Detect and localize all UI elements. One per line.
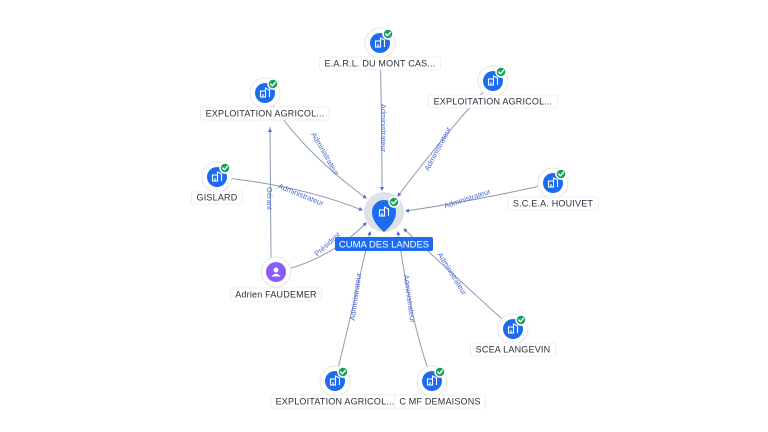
graph-node-langevin[interactable]: SCEA LANGEVIN: [470, 313, 556, 357]
building-icon: [374, 37, 386, 48]
verified-check-icon: [495, 66, 507, 78]
node-label: E.A.R.L. DU MONT CAS...: [325, 59, 436, 69]
node-label: GISLARD: [197, 193, 238, 203]
verified-check-icon: [219, 162, 231, 174]
verified-check-icon: [267, 78, 279, 90]
edge-relation-label: Administrateur: [379, 104, 388, 153]
edge-arrow: [362, 222, 367, 227]
node-label-box: [470, 342, 556, 357]
edge-relation-label: Administrateur: [435, 251, 469, 297]
verified-check-icon: [337, 366, 349, 378]
verified-check-icon: [382, 28, 394, 40]
edge-arrow: [403, 228, 408, 233]
edge-arrow: [367, 231, 372, 236]
edge-arrow: [397, 192, 402, 197]
edge-relation-label: Administrateur: [443, 187, 492, 211]
verified-check-icon: [515, 314, 527, 326]
node-label-box: [229, 287, 323, 302]
edge-arrow: [405, 208, 410, 213]
edge-arrow: [380, 187, 384, 191]
graph-node-demaisons[interactable]: C MF DEMAISONS: [394, 365, 486, 409]
node-label: S.C.E.A. HOUIVET: [513, 199, 594, 209]
edge-arrow: [358, 207, 363, 211]
building-icon: [259, 87, 271, 98]
node-label: EXPLOITATION AGRICOL...: [276, 397, 395, 407]
building-icon: [211, 171, 223, 182]
edge-relation-label: Administrateur: [402, 274, 418, 324]
node-label: EXPLOITATION AGRICOL...: [206, 109, 325, 119]
building-icon: [426, 375, 438, 386]
graph-node-houivet[interactable]: S.C.E.A. HOUIVET: [507, 167, 599, 211]
center-node[interactable]: CUMA DES LANDES: [335, 192, 433, 251]
center-node-label-box: [335, 237, 433, 251]
node-label-box: [200, 106, 330, 121]
edge-relation-label: Administrateur: [422, 125, 453, 172]
edge-relation-label: Gérant: [265, 187, 274, 211]
graph-node-expl1[interactable]: EXPLOITATION AGRICOL...: [200, 77, 330, 121]
graph-node-gislard[interactable]: GISLARD: [191, 161, 243, 205]
node-label-box: [191, 190, 243, 205]
verified-check-icon: [555, 168, 567, 180]
center-node-label: CUMA DES LANDES: [339, 240, 429, 251]
graph-node-expl2[interactable]: EXPLOITATION AGRICOL...: [428, 65, 558, 109]
building-icon: [507, 323, 519, 334]
node-label: C MF DEMAISONS: [399, 397, 480, 407]
node-label: Adrien FAUDEMER: [235, 290, 317, 300]
edge-arrow: [396, 231, 401, 236]
node-label-box: [428, 94, 558, 109]
edge-adrien-expl1: Gérant: [265, 126, 274, 261]
node-label-box: [507, 196, 599, 211]
edge-demaisons: Administrateur: [396, 231, 433, 382]
node-label-box: [319, 56, 441, 71]
verified-check-icon: [434, 366, 446, 378]
edge-expl3: Administrateur: [334, 231, 372, 382]
building-icon: [378, 206, 390, 217]
building-icon: [547, 177, 559, 188]
node-label-box: [394, 394, 486, 409]
graph-node-expl3[interactable]: EXPLOITATION AGRICOL...: [270, 365, 400, 409]
edge-arrow: [268, 128, 272, 132]
edge-relation-label: Administrateur: [348, 272, 364, 322]
verified-check-icon: [388, 196, 400, 208]
building-icon: [329, 375, 341, 386]
building-icon: [487, 75, 499, 86]
node-label: SCEA LANGEVIN: [476, 345, 551, 355]
nodes-layer: E.A.R.L. DU MONT CAS... EXPLOITATION AGRI…: [191, 27, 599, 409]
graph-node-adrien[interactable]: Adrien FAUDEMER: [229, 256, 323, 302]
person-icon: [271, 267, 281, 277]
node-label: EXPLOITATION AGRICOL...: [434, 97, 553, 107]
graph-node-earl[interactable]: E.A.R.L. DU MONT CAS...: [319, 27, 441, 71]
edge-arrow: [362, 194, 367, 199]
